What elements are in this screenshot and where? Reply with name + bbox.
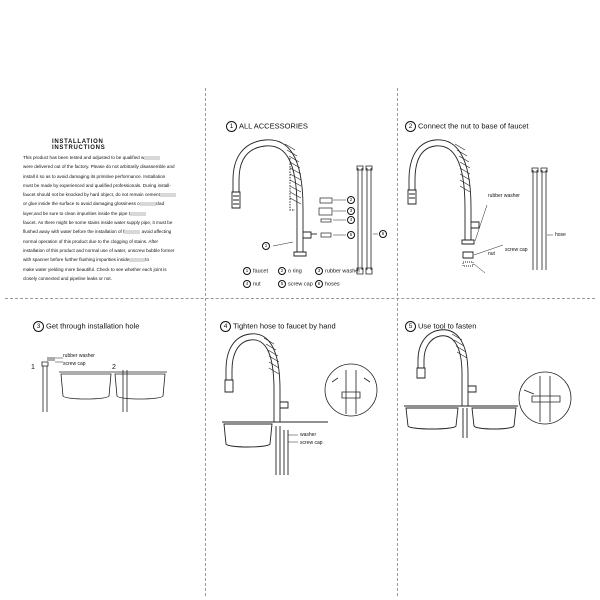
step2-nut-label: nut bbox=[488, 251, 495, 257]
intro-line: make water yielding more beautiful. Chec… bbox=[23, 266, 167, 272]
redacted-block bbox=[159, 192, 176, 197]
faucet-drawing bbox=[231, 139, 317, 257]
intro-line: flushed away with water before the insta… bbox=[23, 229, 172, 235]
step-3-number: 3 bbox=[33, 321, 44, 332]
intro-line: layer,and be sure to clean impurities in… bbox=[23, 209, 195, 218]
redacted-block bbox=[144, 155, 161, 160]
hoses-drawing bbox=[356, 165, 373, 275]
intro-line: faucet. As there might be some stains in… bbox=[23, 220, 173, 226]
step-2-number: 2 bbox=[405, 121, 416, 132]
step2-screw-cap-label: screw cap bbox=[505, 247, 528, 253]
step2-hose-label: hose bbox=[555, 232, 566, 238]
redacted-block bbox=[124, 230, 141, 235]
step2-rubber-washer-label: rubber washer bbox=[488, 193, 520, 199]
callout-lines bbox=[272, 199, 378, 247]
step3-number-1: 1 bbox=[31, 364, 35, 371]
step4-washer-label: washer bbox=[300, 432, 317, 438]
intro-body: This product has been tested and adjuste… bbox=[23, 153, 195, 283]
intro-line: were delivered out of the factory. Pleas… bbox=[23, 164, 175, 170]
vertical-divider-right bbox=[397, 88, 398, 596]
step-1-title: ALL ACCESSORIES bbox=[239, 121, 308, 131]
intro-line: This product has been tested and adjuste… bbox=[23, 153, 195, 162]
intro-line: install it so as to avoid damaging its p… bbox=[23, 173, 166, 179]
step3-screw-cap-label: screw cap bbox=[63, 361, 86, 367]
step-3-title: Get through installation hole bbox=[46, 321, 140, 331]
horizontal-divider bbox=[5, 298, 595, 299]
step-4-number: 4 bbox=[220, 321, 231, 332]
step3-rubber-washer-label: rubber washer bbox=[63, 353, 95, 359]
fasten-tool-diagram bbox=[404, 329, 572, 438]
intro-line: or glue inside the surface to avoid dama… bbox=[23, 201, 165, 207]
connect-nut-diagram bbox=[407, 139, 553, 274]
step-5-title: Use tool to fasten bbox=[418, 321, 477, 331]
installation-hole-diagram bbox=[41, 357, 167, 412]
intro-line: with spanner before further flushing imp… bbox=[23, 257, 150, 263]
intro-line: normal operation of this product due to … bbox=[23, 238, 159, 244]
step4-screw-cap-label: screw cap bbox=[300, 440, 323, 446]
step-1-number: 1 bbox=[226, 121, 237, 132]
intro-line: closely connected and pipeline leaks or … bbox=[23, 275, 112, 281]
step-5-number: 5 bbox=[405, 321, 416, 332]
intro-title: INSTALLATION INSTRUCTIONS bbox=[52, 139, 106, 151]
vertical-divider-left bbox=[205, 88, 206, 596]
coil-spring bbox=[284, 143, 302, 205]
step-2-title: Connect the nut to base of faucet bbox=[418, 121, 529, 131]
small-parts bbox=[318, 197, 333, 238]
accessories-diagram bbox=[231, 139, 378, 275]
redacted-block bbox=[139, 202, 156, 207]
tighten-hose-diagram bbox=[222, 333, 378, 475]
redacted-block bbox=[129, 258, 146, 263]
redacted-block bbox=[130, 211, 146, 216]
intro-line: installation of this product and normal … bbox=[23, 247, 175, 253]
intro-line: must be made by experienced and qualifie… bbox=[23, 182, 171, 188]
step3-number-2: 2 bbox=[112, 364, 116, 371]
intro-line: faucet should not be knocked by hard obj… bbox=[23, 190, 195, 199]
step-4-title: Tighten hose to faucet by hand bbox=[233, 321, 336, 331]
